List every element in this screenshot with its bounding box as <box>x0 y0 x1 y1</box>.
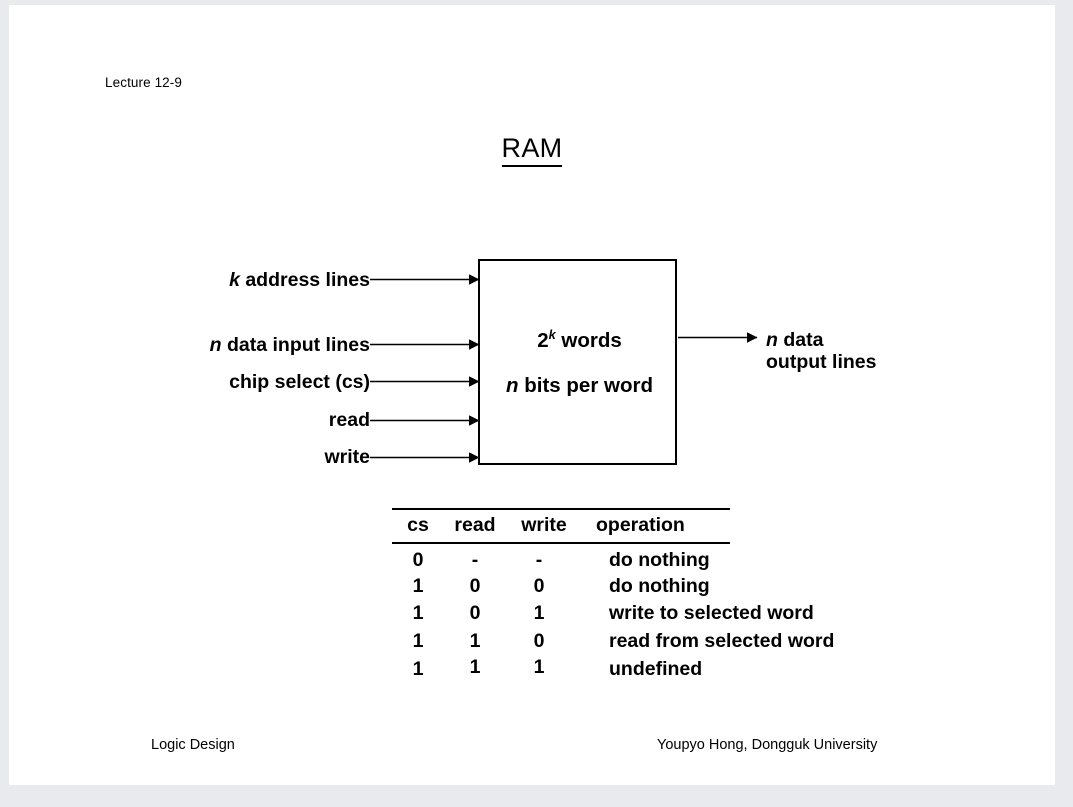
table-row: write to selected word <box>609 602 814 624</box>
ram-word-width-var: n <box>506 374 519 397</box>
ram-capacity-words: 2k words <box>480 327 679 353</box>
label-data-output-line2: output lines <box>766 351 877 374</box>
table-row: 1 <box>469 656 481 678</box>
ram-block-diagram <box>370 274 758 463</box>
page-title-text: RAM <box>501 133 563 167</box>
label-data-output-text: data <box>777 329 824 351</box>
operation-truth-table: cs read write operation 0 - - do nothing… <box>9 5 1055 785</box>
table-row: 0 <box>412 549 424 571</box>
table-row: 0 <box>533 630 545 652</box>
label-address-lines: k address lines <box>229 269 370 292</box>
page-title: RAM <box>9 133 1055 167</box>
label-chip-select-text: chip select (cs) <box>229 371 370 393</box>
table-row: undefined <box>609 658 703 680</box>
table-row: 1 <box>533 656 545 678</box>
label-read: read <box>328 409 370 432</box>
table-row: 0 <box>533 575 545 597</box>
ram-word-width: n bits per word <box>480 374 679 398</box>
table-row: do nothing <box>609 549 710 571</box>
lecture-label: Lecture 12-9 <box>105 75 182 90</box>
label-chip-select: chip select (cs) <box>229 371 370 394</box>
table-row: - <box>471 549 479 571</box>
table-row: 0 <box>469 575 481 597</box>
label-data-output-var: n <box>766 329 778 351</box>
table-row: 1 <box>412 658 424 680</box>
label-data-output-lines: n data output lines <box>766 329 877 374</box>
footer-author: Youpyo Hong, Dongguk University <box>657 737 878 753</box>
ram-capacity-exponent: k <box>548 327 556 343</box>
table-row: 0 <box>469 602 481 624</box>
ram-capacity-suffix: words <box>555 329 622 352</box>
table-header-cs: cs <box>407 514 429 536</box>
table-row: 1 <box>412 602 424 624</box>
label-read-text: read <box>328 409 370 431</box>
footer-course: Logic Design <box>151 737 235 753</box>
table-row: 1 <box>412 575 424 597</box>
table-row: 1 <box>412 630 424 652</box>
label-data-input-lines-var: n <box>209 334 222 356</box>
label-address-lines-text: address lines <box>239 269 370 291</box>
table-header-write: write <box>521 514 567 536</box>
label-write: write <box>324 446 370 469</box>
table-row: read from selected word <box>609 630 835 652</box>
ram-word-width-text: bits per word <box>518 374 653 397</box>
slide-canvas: Lecture 12-9 RAM 2k words n bits per wor… <box>9 5 1055 785</box>
label-data-input-lines-text: data input lines <box>221 334 370 356</box>
ram-block: 2k words n bits per word <box>478 259 677 465</box>
label-address-lines-var: k <box>229 269 240 291</box>
ram-capacity-base: 2 <box>537 329 549 352</box>
table-rule-header <box>392 542 730 544</box>
label-data-output-line1: n data <box>766 329 877 351</box>
table-row: 1 <box>533 602 545 624</box>
label-data-input-lines: n data input lines <box>209 334 370 357</box>
table-header-read: read <box>454 514 496 536</box>
table-row: do nothing <box>609 575 710 597</box>
table-header-operation: operation <box>596 514 685 536</box>
table-rule-top <box>392 508 730 510</box>
label-write-text: write <box>324 446 370 468</box>
table-row: - <box>535 549 543 571</box>
table-row: 1 <box>469 630 481 652</box>
